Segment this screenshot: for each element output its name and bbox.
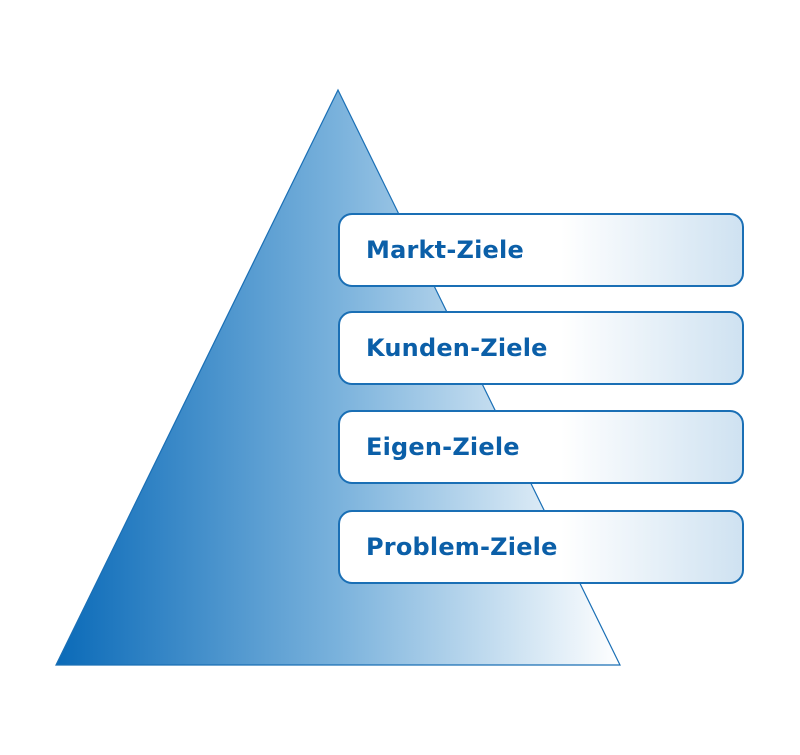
level-label: Kunden-Ziele [366, 334, 548, 362]
level-label: Eigen-Ziele [366, 433, 520, 461]
level-label: Markt-Ziele [366, 236, 524, 264]
level-box-eigen-ziele: Eigen-Ziele [338, 410, 744, 484]
level-box-markt-ziele: Markt-Ziele [338, 213, 744, 287]
level-label: Problem-Ziele [366, 533, 558, 561]
level-box-problem-ziele: Problem-Ziele [338, 510, 744, 584]
level-box-kunden-ziele: Kunden-Ziele [338, 311, 744, 385]
